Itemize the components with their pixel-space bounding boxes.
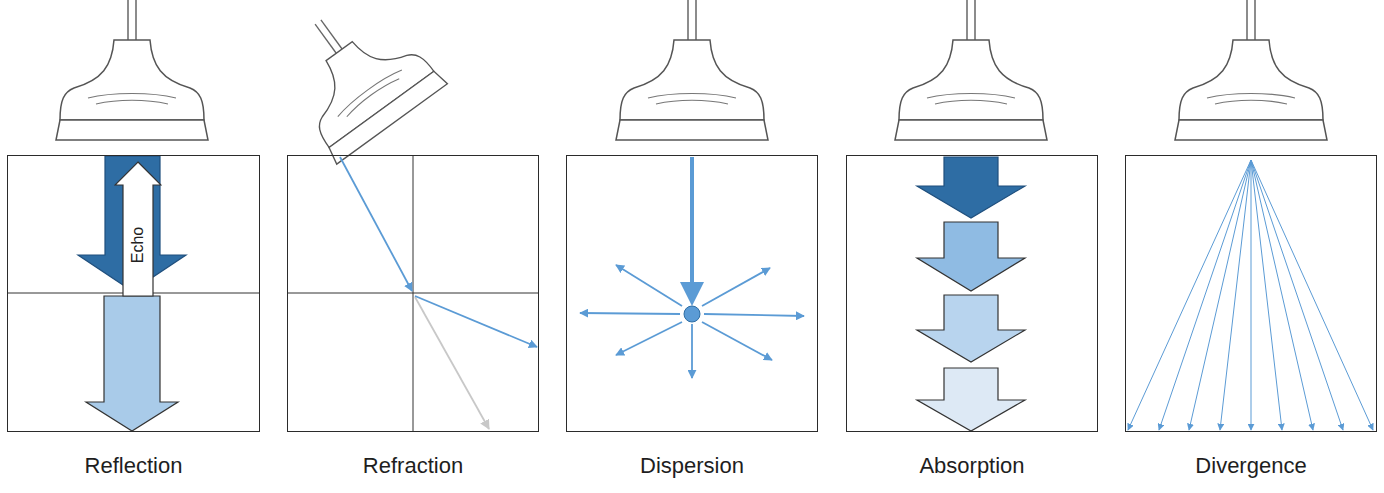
incident-head [680, 282, 704, 306]
transmitted-arrow [86, 296, 178, 431]
divergent-rays [1128, 160, 1373, 430]
image-panel: Dispersion [566, 155, 818, 432]
refracted-ray [415, 296, 537, 347]
incident-beam [690, 157, 694, 286]
scatter-rays [580, 265, 804, 378]
panel-caption: Refraction [268, 453, 558, 479]
panel-caption: Reflection [0, 453, 279, 479]
absorption-arrow [917, 295, 1025, 362]
echo-arrow-outline [115, 162, 161, 296]
absorption-arrow [917, 157, 1025, 218]
panel-caption: Divergence [1106, 453, 1384, 479]
echo-arrow: Echo [114, 161, 162, 297]
panel-caption: Absorption [827, 453, 1117, 479]
incident-ray [340, 157, 412, 291]
image-panel: ReflectionEcho [7, 155, 260, 432]
absorption-arrow [917, 368, 1025, 431]
probe [895, 0, 1047, 140]
interface-line [287, 293, 539, 294]
panel-caption: Dispersion [547, 453, 837, 479]
absorption-arrow [917, 222, 1025, 291]
normal-line [413, 156, 414, 432]
probe [616, 0, 768, 140]
image-panel: Absorption [846, 155, 1098, 432]
image-panel: Refraction [287, 155, 539, 432]
probe [1175, 0, 1327, 140]
probe [263, 0, 448, 164]
probe [56, 0, 208, 140]
expected-ray [415, 297, 489, 429]
scatterer [684, 306, 700, 322]
echo-label: Echo [129, 227, 147, 263]
image-panel: Divergence [1125, 155, 1377, 432]
